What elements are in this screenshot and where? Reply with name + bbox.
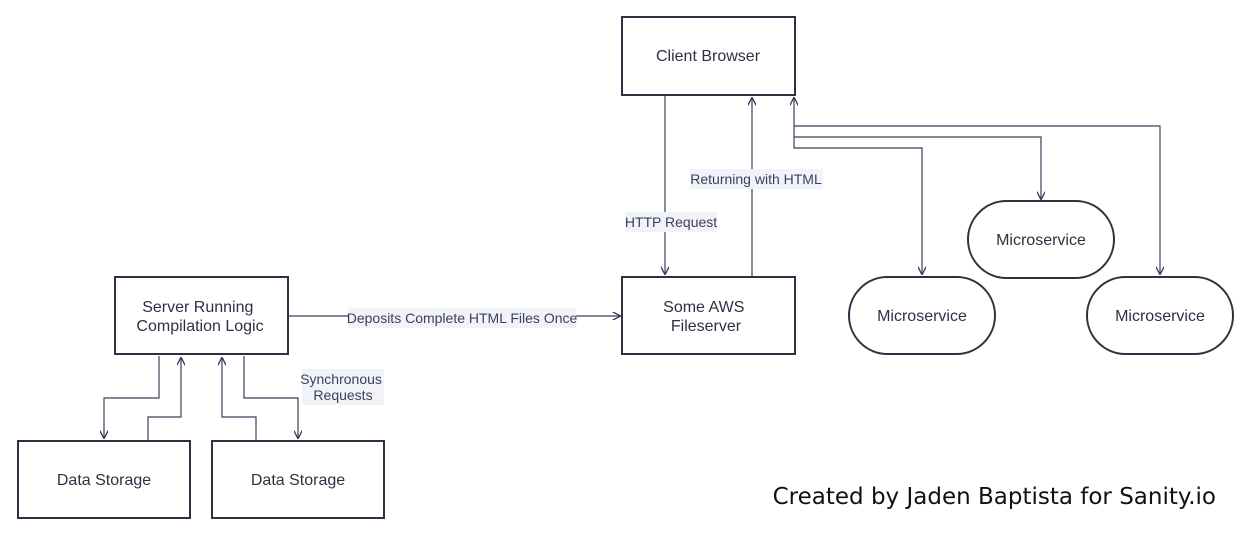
edge-server-to-storage-2 xyxy=(243,356,298,438)
svg-text:Server Running Compila: Server Running Compilation Logic xyxy=(136,299,263,335)
edge-labels: HTTP Request Returning with HTML Deposit… xyxy=(300,169,823,405)
edge-storage-2-to-server xyxy=(222,358,257,440)
node-aws-fileserver: Some AWS Fileserver xyxy=(621,276,796,355)
label-sync-requests: Synchronous Requests xyxy=(300,371,386,403)
node-label: Fileserver xyxy=(671,318,742,335)
node-label: Microservice xyxy=(1115,308,1205,325)
node-microservice-1: Microservice xyxy=(848,276,996,355)
edge-browser-microservice-2 xyxy=(794,136,1041,199)
svg-text:Microservice: Microservice xyxy=(877,308,967,325)
label-sync-requests-line-1: Synchronous xyxy=(300,371,382,387)
edge-server-to-storage-1 xyxy=(104,356,160,438)
node-data-storage-2: Data Storage xyxy=(211,440,385,519)
label-deposits-html: Deposits Complete HTML Files Once xyxy=(347,310,578,326)
node-label: Data Storage xyxy=(57,472,151,489)
edge-browser-microservice-3 xyxy=(794,125,1160,274)
node-label: Microservice xyxy=(877,308,967,325)
credit-text: Created by Jaden Baptista for Sanity.io xyxy=(772,484,1216,510)
node-label: Data Storage xyxy=(251,472,345,489)
svg-text:Data Storage: Data Storage xyxy=(251,472,345,489)
label-returning-html: Returning with HTML xyxy=(690,171,822,187)
svg-text:Some AWS Fileserver: Some AWS Fileserver xyxy=(663,299,749,335)
label-sync-requests-line-2: Requests xyxy=(313,387,372,403)
node-label: Microservice xyxy=(996,232,1086,249)
node-data-storage-1: Data Storage xyxy=(17,440,191,519)
node-compile-server: Server Running Compilation Logic xyxy=(114,276,289,355)
edge-storage-1-to-server xyxy=(147,358,181,440)
svg-text:Client Browser: Client Browser xyxy=(656,48,761,65)
svg-text:Microservice: Microservice xyxy=(996,232,1086,249)
node-label: Client Browser xyxy=(656,48,761,65)
node-client-browser: Client Browser xyxy=(621,16,796,96)
svg-text:Data Storage: Data Storage xyxy=(57,472,151,489)
node-microservice-2: Microservice xyxy=(967,200,1115,279)
node-label: Compilation Logic xyxy=(136,318,263,335)
node-microservice-3: Microservice xyxy=(1086,276,1234,355)
node-label: Server Running xyxy=(142,299,253,316)
label-http-request: HTTP Request xyxy=(625,214,717,230)
nodes: Client Browser Some AWS Fileserver Serve… xyxy=(17,16,1234,519)
edge-browser-microservice-1 xyxy=(794,98,922,274)
svg-text:Microservice: Microservice xyxy=(1115,308,1205,325)
node-label: Some AWS xyxy=(663,299,744,316)
